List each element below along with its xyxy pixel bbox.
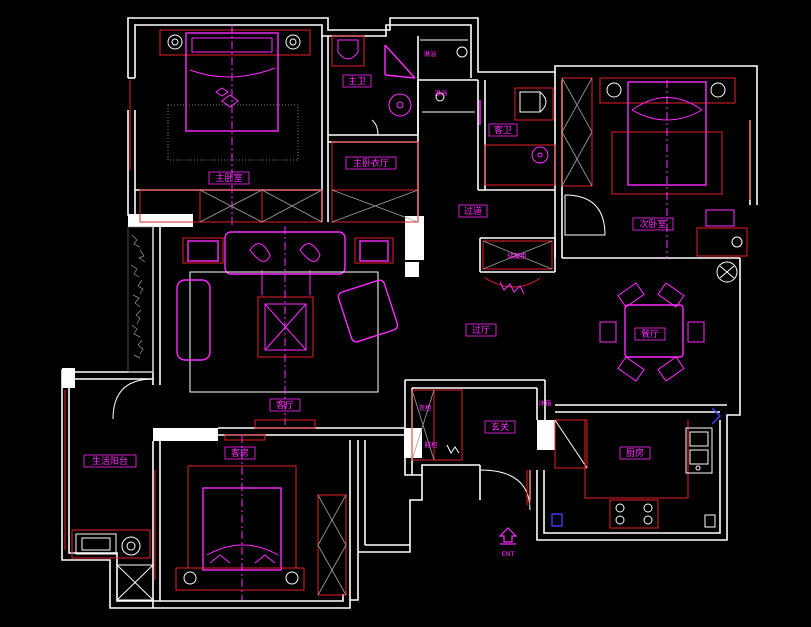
label-balcony: 生活阳台 xyxy=(92,455,128,467)
label-shoe-cabinet: 鞋柜 xyxy=(425,440,439,449)
label-storage: 储藏柜 xyxy=(507,251,527,260)
label-coat-cabinet: 衣柜 xyxy=(419,403,433,412)
label-guest-bath: 客卫 xyxy=(494,124,512,136)
master-bedroom-furniture xyxy=(129,25,323,225)
walls xyxy=(61,17,758,609)
label-living-room: 客厅 xyxy=(276,399,294,411)
label-corridor: 过道 xyxy=(464,205,482,217)
label-kitchen: 厨房 xyxy=(626,447,644,459)
label-fridge: 冰箱 xyxy=(539,398,553,407)
kitchen-fixtures xyxy=(551,407,721,529)
label-guest-shower: 淋浴 xyxy=(435,88,449,97)
label-master-closet: 主卧衣厅 xyxy=(353,157,389,169)
label-entry: ENT xyxy=(502,550,515,558)
guest-room-furniture xyxy=(154,434,347,600)
label-guest-room: 客房 xyxy=(231,447,249,459)
entry-arrow-icon xyxy=(498,527,518,545)
label-master-bath: 主卫 xyxy=(348,75,366,87)
foyer-fixtures xyxy=(411,389,531,511)
balcony-fixtures xyxy=(64,390,154,601)
balcony-planter xyxy=(127,226,154,373)
label-dining-room: 餐厅 xyxy=(641,328,659,340)
guest-bath-fixtures xyxy=(422,87,556,186)
storage-area xyxy=(482,194,606,295)
label-foyer: 玄关 xyxy=(491,421,509,433)
label-master-shower: 淋浴 xyxy=(424,49,438,58)
room-labels: 主卧室 主卫 主卧衣厅 淋浴 淋浴 客卫 次卧室 过道 储藏柜 客厅 餐厅 过厅… xyxy=(83,49,674,558)
label-second-bedroom: 次卧室 xyxy=(639,218,666,230)
living-room-furniture xyxy=(112,226,399,429)
second-bedroom-furniture xyxy=(561,77,751,258)
label-aisle: 过厅 xyxy=(472,324,490,336)
label-master-bedroom: 主卧室 xyxy=(215,172,242,184)
master-bath-fixtures xyxy=(331,35,468,223)
dining-furniture xyxy=(599,261,738,382)
